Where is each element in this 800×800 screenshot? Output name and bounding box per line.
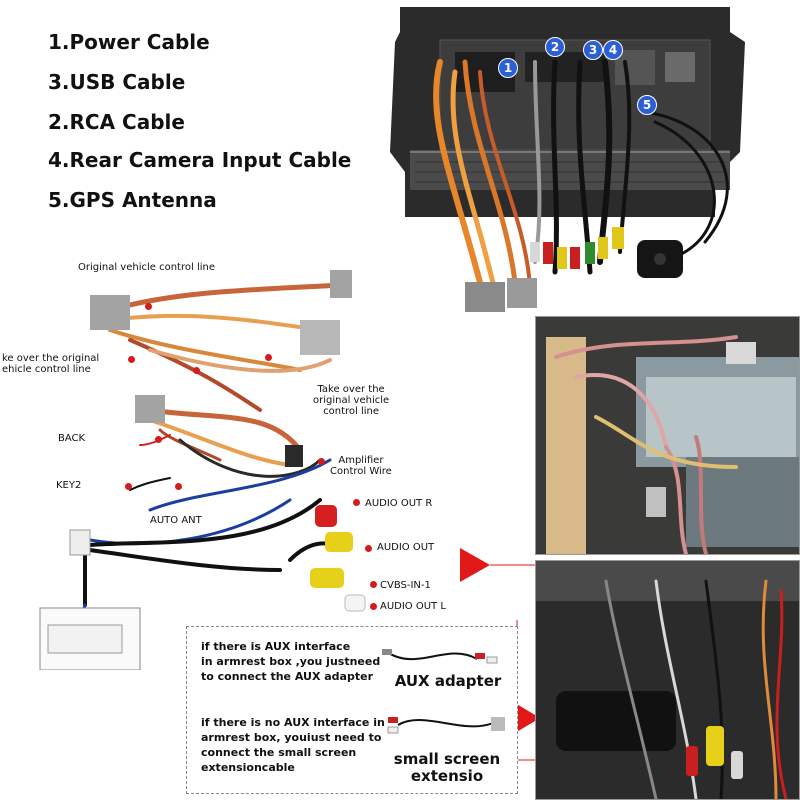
badge-2: 2	[545, 37, 565, 57]
label-audio-out: AUDIO OUT	[377, 542, 435, 553]
badge-1: 1	[498, 58, 518, 78]
aux-adapter-title: AUX adapter	[394, 672, 502, 690]
marker-dot	[193, 367, 200, 374]
label-key2: KEY2	[56, 480, 82, 491]
legend-usb-cable: 3.USB Cable	[48, 70, 186, 94]
installed-rca-illustration	[536, 561, 799, 799]
marker-dot	[265, 354, 272, 361]
installed-harness-illustration	[536, 317, 799, 554]
legend-power-cable: 1.Power Cable	[48, 30, 210, 54]
harness-illustration	[39, 270, 366, 670]
aux-instructions: if there is AUX interface in armrest box…	[201, 640, 381, 683]
marker-dot	[145, 303, 152, 310]
badge-4: 4	[603, 40, 623, 60]
head-unit-rear-photo: 1 2 3 4 5	[385, 2, 755, 312]
head-unit-illustration	[385, 2, 755, 312]
label-audio-out-l: AUDIO OUT L	[380, 601, 446, 612]
aux-cable-icon	[382, 649, 498, 664]
label-original-control-line: Original vehicle control line	[78, 262, 215, 273]
small-screen-title: small screen extensio	[393, 750, 501, 785]
label-back: BACK	[58, 433, 86, 444]
label-amplifier: Amplifier Control Wire	[330, 455, 392, 477]
label-auto-ant: AUTO ANT	[150, 515, 202, 526]
marker-dot	[370, 603, 377, 610]
installed-harness-photo	[535, 316, 800, 555]
marker-dot	[365, 545, 372, 552]
legend-gps-antenna: 5.GPS Antenna	[48, 188, 217, 212]
label-audio-out-r: AUDIO OUT R	[365, 498, 433, 509]
badge-3: 3	[583, 40, 603, 60]
legend-rear-camera-cable: 4.Rear Camera Input Cable	[48, 148, 352, 172]
aux-info-box: if there is AUX interface in armrest box…	[186, 626, 518, 794]
small-screen-cable-icon	[387, 717, 505, 734]
marker-dot	[128, 356, 135, 363]
label-take-over-left: ke over the original ehicle control line	[2, 353, 100, 375]
legend-rca-cable: 2.RCA Cable	[48, 110, 185, 134]
installed-rca-photo	[535, 560, 800, 800]
marker-dot	[318, 458, 325, 465]
label-take-over-right: Take over the original vehicle control l…	[313, 384, 390, 417]
marker-dot	[370, 581, 377, 588]
marker-dot	[125, 483, 132, 490]
marker-dot	[353, 499, 360, 506]
small-screen-instructions: if there is no AUX interface in armrest …	[201, 716, 385, 774]
marker-dot	[175, 483, 182, 490]
label-cvbs: CVBS-IN-1	[380, 580, 431, 591]
badge-5: 5	[637, 95, 657, 115]
marker-dot	[155, 436, 162, 443]
